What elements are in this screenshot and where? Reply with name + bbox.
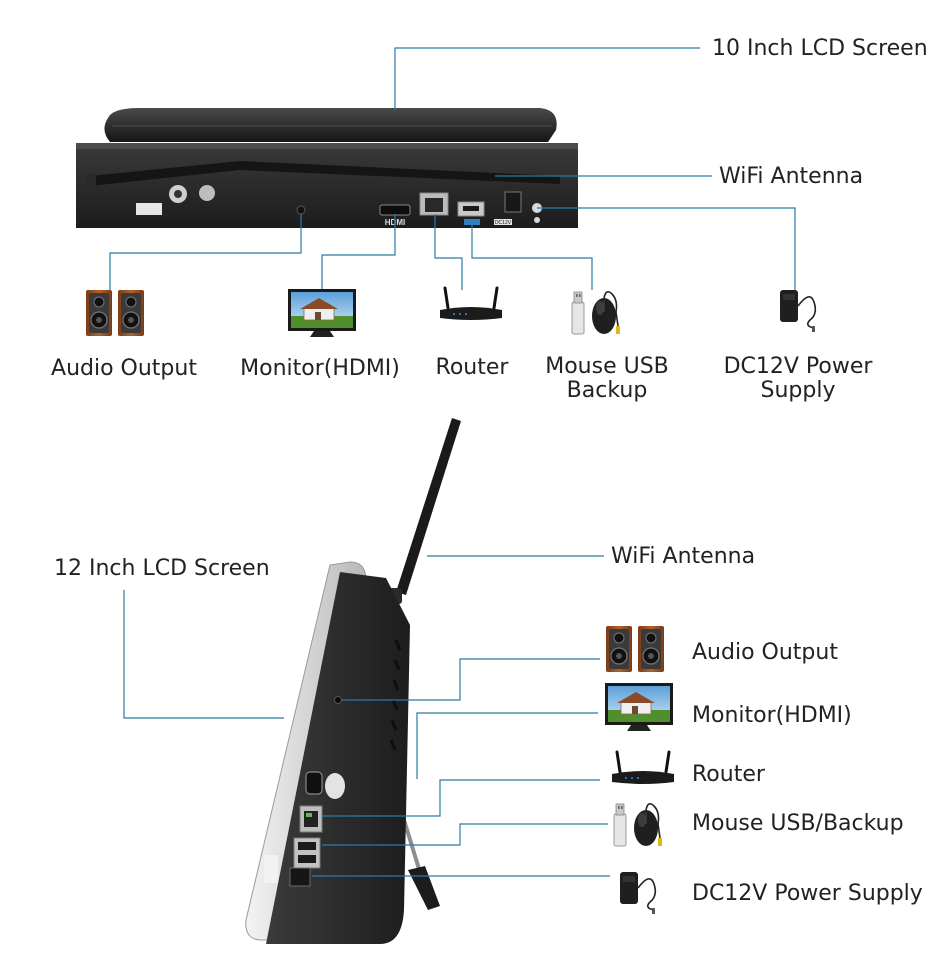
bottom-nvr-device: [245, 418, 461, 944]
top-dc-power-line2: Supply: [760, 378, 836, 403]
bottom-lcd-screen-label: 12 Inch LCD Screen: [54, 556, 270, 581]
top-mouse-usb-line1: Mouse USB: [545, 354, 669, 379]
bottom-dc-power-supply-label: DC12V Power Supply: [692, 881, 923, 906]
power-adapter-icon: [779, 289, 817, 333]
bottom-leader-lines: [123, 555, 610, 877]
bottom-mouse-usb-backup-label: Mouse USB/Backup: [692, 811, 904, 836]
audio-speakers-icon-bottom: [605, 625, 665, 673]
top-router-label: Router: [435, 355, 509, 380]
dc-port-label: DC12V: [495, 220, 512, 226]
top-audio-output-label: Audio Output: [51, 356, 197, 381]
top-mouse-usb-label: Mouse USB Backup: [534, 355, 680, 403]
router-icon: [438, 286, 504, 322]
top-mouse-usb-line2: Backup: [566, 378, 648, 403]
usb-mouse-icon-bottom: [613, 802, 663, 847]
top-dc-power-line1: DC12V Power: [723, 354, 873, 379]
top-lcd-screen-label: 10 Inch LCD Screen: [712, 36, 928, 61]
usb-mouse-icon: [571, 290, 621, 335]
top-dc-power-label: DC12V Power Supply: [712, 355, 884, 403]
top-monitor-hdmi-label: Monitor(HDMI): [240, 356, 400, 381]
top-leader-lines: [109, 47, 796, 290]
bottom-wifi-antenna-label: WiFi Antenna: [611, 544, 756, 569]
bottom-monitor-hdmi-label: Monitor(HDMI): [692, 703, 852, 728]
power-adapter-icon-bottom: [619, 871, 657, 915]
router-icon-bottom: [610, 750, 676, 786]
audio-speakers-icon: [85, 289, 145, 337]
bottom-audio-output-label: Audio Output: [692, 640, 838, 665]
bottom-router-label: Router: [692, 762, 765, 787]
monitor-icon: [287, 288, 357, 338]
top-nvr-device: HDMI DC12V: [76, 108, 578, 228]
monitor-icon-bottom: [604, 682, 674, 732]
top-wifi-antenna-label: WiFi Antenna: [719, 164, 864, 189]
